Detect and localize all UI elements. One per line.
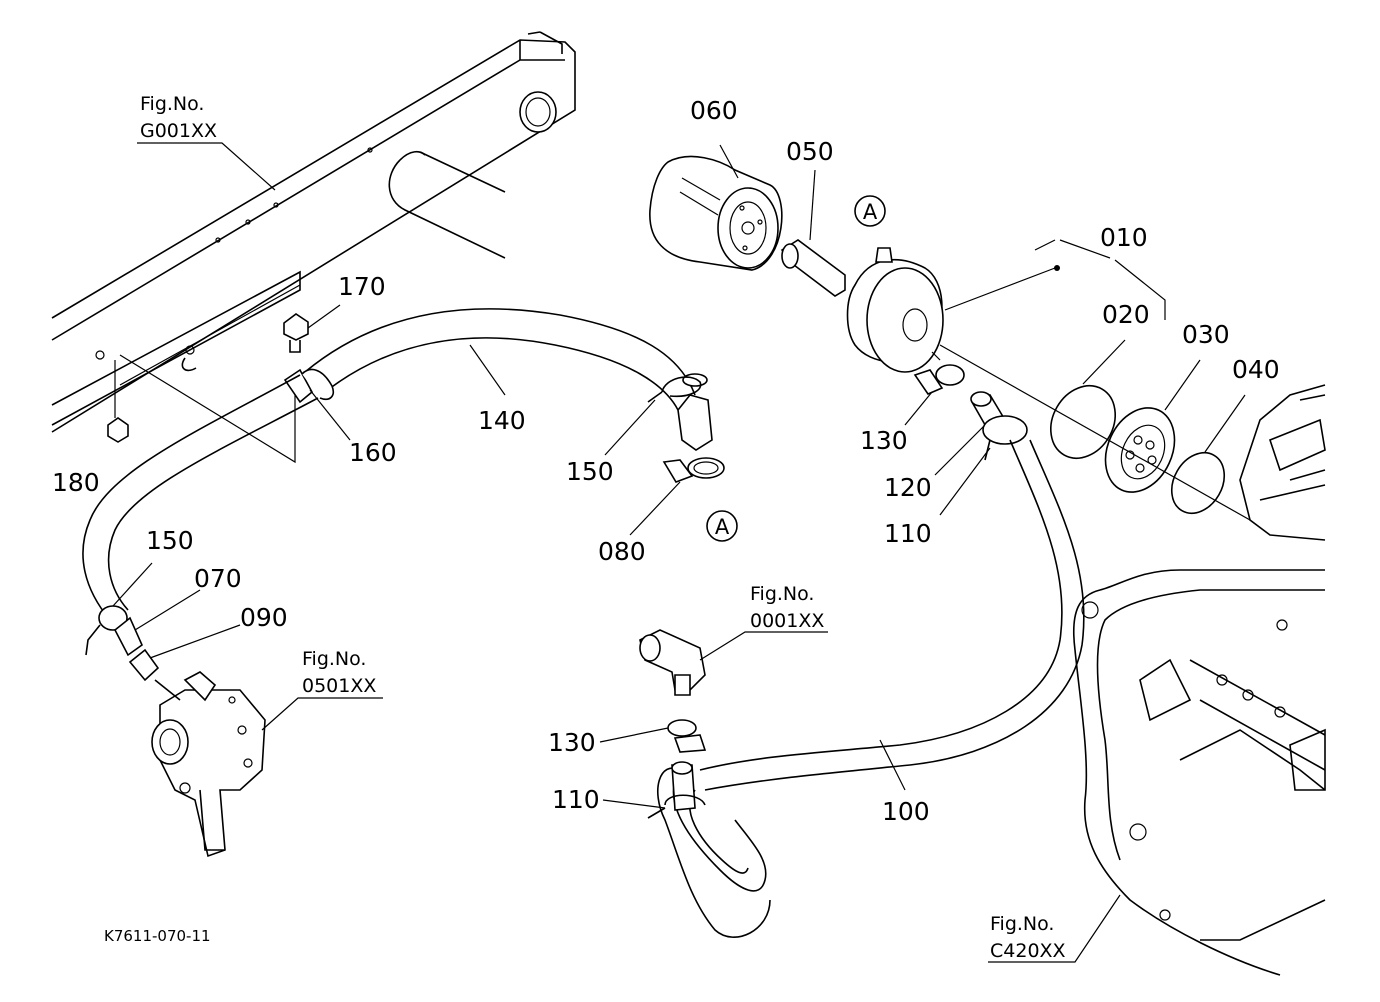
callout-130-lower[interactable]: 130 — [548, 728, 596, 757]
fig-ref-c420[interactable]: Fig.No. C420XX — [988, 894, 1121, 963]
fig-ref-code: C420XX — [990, 940, 1066, 962]
fitting-070[interactable] — [113, 589, 201, 657]
callout-070[interactable]: 070 — [194, 564, 242, 593]
callout-120[interactable]: 120 — [884, 473, 932, 502]
marker-letter: A — [863, 200, 878, 224]
fig-ref-code: G001XX — [140, 120, 217, 142]
fitting-090[interactable] — [128, 624, 241, 682]
nipple-050[interactable] — [780, 169, 846, 297]
frame-rail — [51, 31, 576, 433]
o-ring-020[interactable] — [1038, 339, 1128, 470]
oil-cooler-010[interactable] — [846, 239, 1166, 373]
hose-140[interactable] — [82, 308, 713, 621]
hose-100[interactable] — [657, 439, 1085, 938]
callout-010[interactable]: 010 — [1100, 223, 1148, 252]
fig-ref-title: Fig.No. — [750, 583, 814, 605]
marker-letter: A — [715, 515, 730, 539]
clamp-110-lower[interactable] — [602, 761, 706, 819]
callout-050[interactable]: 050 — [786, 137, 834, 166]
bolt-170[interactable] — [283, 304, 341, 353]
fig-ref-title: Fig.No. — [990, 913, 1054, 935]
document-code: K7611-070-11 — [104, 927, 211, 945]
clamp-150-lower[interactable] — [85, 562, 153, 656]
fig-ref-code: 0001XX — [750, 610, 824, 632]
oil-filter-060[interactable] — [649, 144, 783, 271]
clamp-130-lower[interactable] — [599, 719, 707, 753]
callout-180[interactable]: 180 — [52, 468, 100, 497]
clamp-080[interactable] — [629, 457, 725, 536]
o-ring-040[interactable] — [1161, 394, 1246, 523]
callout-020[interactable]: 020 — [1102, 300, 1150, 329]
callout-160[interactable]: 160 — [349, 438, 397, 467]
callouts: 060 050 010 020 030 040 170 140 160 180 … — [52, 96, 1280, 826]
water-pump[interactable] — [151, 671, 266, 858]
fig-ref-0001[interactable]: Fig.No. 0001XX — [699, 583, 828, 661]
clamp-130-upper[interactable] — [904, 364, 965, 426]
callout-040[interactable]: 040 — [1232, 355, 1280, 384]
fig-ref-title: Fig.No. — [302, 648, 366, 670]
callout-100[interactable]: 100 — [882, 797, 930, 826]
callout-060[interactable]: 060 — [690, 96, 738, 125]
callout-030[interactable]: 030 — [1182, 320, 1230, 349]
callout-110-lower[interactable]: 110 — [552, 785, 600, 814]
callout-140[interactable]: 140 — [478, 406, 526, 435]
marker-a-bottom[interactable]: A — [706, 510, 738, 542]
callout-150-upper[interactable]: 150 — [566, 457, 614, 486]
callout-110-upper[interactable]: 110 — [884, 519, 932, 548]
spacer-030[interactable] — [1092, 359, 1201, 503]
engine-housing — [1073, 384, 1326, 976]
clamp-150-upper[interactable] — [604, 376, 702, 456]
fig-ref-0501[interactable]: Fig.No. 0501XX — [261, 648, 383, 731]
callout-170[interactable]: 170 — [338, 272, 386, 301]
fig-ref-title: Fig.No. — [140, 93, 204, 115]
callout-150-lower[interactable]: 150 — [146, 526, 194, 555]
callout-130-upper[interactable]: 130 — [860, 426, 908, 455]
marker-a-top[interactable]: A — [854, 195, 886, 227]
callout-090[interactable]: 090 — [240, 603, 288, 632]
callout-080[interactable]: 080 — [598, 537, 646, 566]
fig-ref-g001[interactable]: Fig.No. G001XX — [137, 93, 276, 191]
clamp-110-upper[interactable] — [939, 415, 1028, 516]
nut-180[interactable] — [107, 360, 129, 443]
elbow-fitting[interactable] — [639, 629, 706, 696]
fig-ref-code: 0501XX — [302, 675, 376, 697]
